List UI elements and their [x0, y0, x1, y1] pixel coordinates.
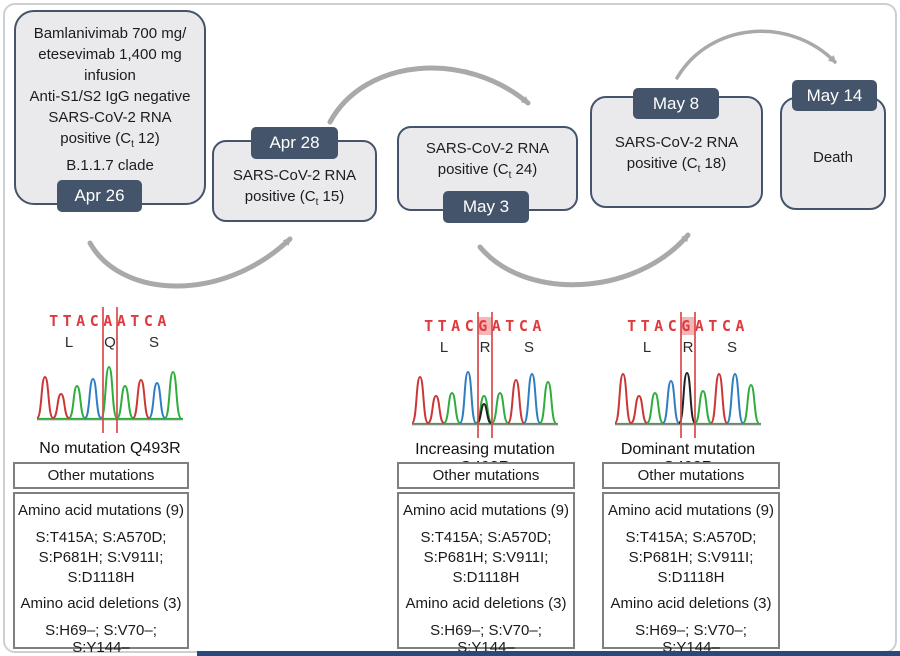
- amino-acid-row: L R S: [608, 339, 768, 359]
- codon-base: A: [103, 312, 117, 330]
- chromatogram-caption: No mutation Q493R: [39, 440, 181, 457]
- date-badge-may3: May 3: [443, 191, 529, 223]
- box-text-line: SARS-CoV-2 RNA: [614, 134, 739, 151]
- amino-acid: R: [479, 339, 491, 356]
- table-body: Amino acid mutations (9) S:T415A; S:A570…: [397, 492, 575, 656]
- box-text-line: B.1.1.7 clade: [66, 157, 154, 174]
- mutation-value: S:D1118H: [67, 569, 135, 586]
- chromatogram-increasing-mutation: TTACGATCA L R S: [405, 312, 565, 443]
- mutations-title: Amino acid mutations (9): [18, 502, 184, 519]
- box-text-line: positive (Ct 12): [60, 130, 160, 150]
- arrow-apr28-to-may3: [327, 65, 531, 125]
- date-badge-apr26: Apr 26: [57, 180, 142, 212]
- box-text-line: Anti-S1/S2 IgG negative: [29, 88, 191, 105]
- table-header: Other mutations: [13, 462, 189, 489]
- arrow-apr26-to-apr28: [87, 236, 293, 289]
- mutation-table-3: Other mutations Amino acid mutations (9)…: [602, 462, 780, 656]
- box-text-line: Death: [812, 149, 854, 166]
- mutation-table-2: Other mutations Amino acid mutations (9)…: [397, 462, 575, 656]
- nucleotide-sequence: TTACGATCA: [424, 317, 546, 335]
- amino-acid: S: [726, 339, 738, 356]
- highlight-line: [694, 312, 696, 438]
- mutation-value: S:P681H; S:V911I;: [38, 549, 164, 566]
- chromatogram-no-mutation: TTACAATCA L Q S: [30, 307, 190, 438]
- amino-acid: S: [148, 334, 160, 351]
- highlight-line: [477, 312, 479, 438]
- mutation-value: S:P681H; S:V911I;: [628, 549, 754, 566]
- mutation-value: S:D1118H: [657, 569, 725, 586]
- deletions-title: Amino acid deletions (3): [610, 595, 772, 612]
- arrow-may8-to-may14: [675, 29, 837, 80]
- amino-acid: S: [523, 339, 535, 356]
- table-header: Other mutations: [397, 462, 575, 489]
- highlight-line: [116, 307, 118, 433]
- mutation-value: S:P681H; S:V911I;: [423, 549, 549, 566]
- amino-acid: L: [642, 339, 652, 356]
- timeline-box-death: Death: [780, 97, 886, 210]
- date-badge-may8: May 8: [633, 88, 719, 119]
- nucleotide-sequence: TTACGATCA: [627, 317, 749, 335]
- sanger-trace: [411, 370, 558, 426]
- mutation-table-1: Other mutations Amino acid mutations (9)…: [13, 462, 189, 656]
- box-text-line: SARS-CoV-2 RNA: [425, 139, 550, 157]
- table-body: Amino acid mutations (9) S:T415A; S:A570…: [602, 492, 780, 656]
- mutation-value: S:T415A; S:A570D;: [625, 529, 757, 546]
- mutated-base: G: [478, 317, 492, 335]
- box-text-line: SARS-CoV-2 RNA: [48, 109, 172, 126]
- box-text-line: SARS-CoV-2 RNA: [232, 167, 357, 184]
- box-text-line: positive (Ct 18): [626, 155, 727, 175]
- mutation-value: S:T415A; S:A570D;: [420, 529, 552, 546]
- mutation-value: S:T415A; S:A570D;: [35, 529, 167, 546]
- mutated-base: G: [681, 317, 695, 335]
- box-text-line: etesevimab 1,400 mg: [38, 46, 182, 63]
- mutations-title: Amino acid mutations (9): [608, 502, 774, 519]
- amino-acid: L: [64, 334, 74, 351]
- deletion-value: S:H69–; S:V70–; S:Y144–: [45, 622, 157, 656]
- box-text-line: infusion: [84, 67, 136, 84]
- deletions-title: Amino acid deletions (3): [20, 595, 182, 612]
- sanger-trace: [614, 371, 761, 426]
- mutations-title: Amino acid mutations (9): [403, 502, 569, 519]
- box-text-line: positive (Ct 15): [244, 188, 345, 208]
- highlight-line: [102, 307, 104, 433]
- box-text-line: positive (Ct 24): [437, 160, 538, 181]
- sanger-trace: [36, 365, 183, 421]
- table-header: Other mutations: [602, 462, 780, 489]
- amino-acid: R: [682, 339, 694, 356]
- bottom-brand-bar: [197, 651, 900, 656]
- nucleotide-sequence: TTACAATCA: [49, 312, 171, 330]
- mutation-value: S:D1118H: [452, 569, 520, 586]
- deletions-title: Amino acid deletions (3): [405, 595, 567, 612]
- amino-acid-row: L R S: [405, 339, 565, 359]
- table-body: Amino acid mutations (9) S:T415A; S:A570…: [13, 492, 189, 656]
- highlight-line: [680, 312, 682, 438]
- box-text-line: Bamlanivimab 700 mg/: [33, 25, 187, 42]
- highlight-line: [491, 312, 493, 438]
- amino-acid: Q: [104, 334, 116, 351]
- date-badge-may14: May 14: [792, 80, 877, 111]
- amino-acid-row: L Q S: [30, 334, 190, 354]
- chromatogram-dominant-mutation: TTACGATCA L R S: [608, 312, 768, 443]
- amino-acid: L: [439, 339, 449, 356]
- timeline-box-apr26: Bamlanivimab 700 mg/ etesevimab 1,400 mg…: [14, 10, 206, 205]
- date-badge-apr28: Apr 28: [251, 127, 338, 159]
- arrow-may3-to-may8: [477, 232, 691, 288]
